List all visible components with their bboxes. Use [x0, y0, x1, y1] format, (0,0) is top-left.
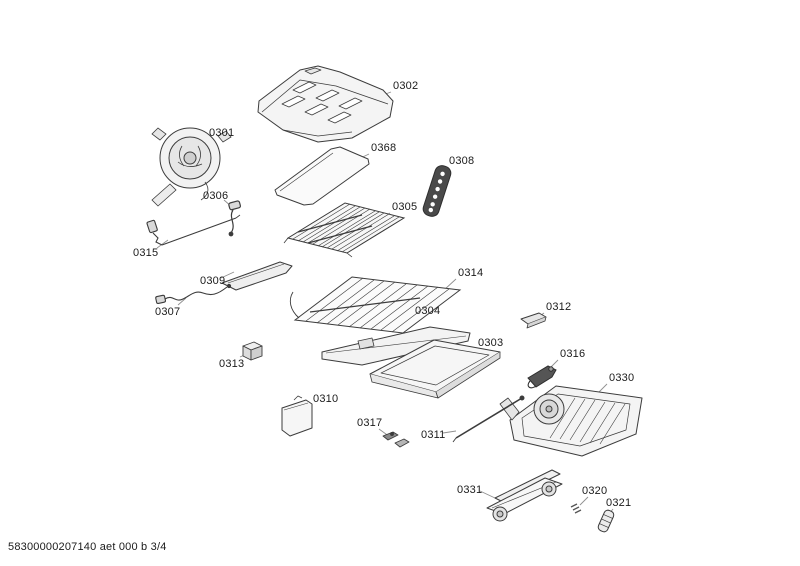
- part-label-0301: 0301: [209, 127, 235, 139]
- part-label-0305: 0305: [392, 201, 418, 213]
- part-label-0312: 0312: [546, 301, 572, 313]
- part-label-0320: 0320: [582, 485, 608, 497]
- insulation-mat-part: [274, 146, 370, 206]
- side-panel-part: [281, 395, 313, 437]
- part-label-0311: 0311: [421, 429, 446, 441]
- part-label-0304: 0304: [415, 305, 441, 317]
- evaporator-coil-part: [283, 202, 406, 258]
- small-block-part: [242, 341, 263, 361]
- part-label-0308: 0308: [449, 155, 475, 167]
- part-label-0368: 0368: [371, 142, 397, 154]
- defrost-heater-part: [422, 165, 452, 217]
- part-label-0315: 0315: [133, 247, 159, 259]
- small-cover-part: [520, 312, 547, 329]
- sensor-cable-part: [146, 214, 241, 246]
- part-label-0330: 0330: [609, 372, 635, 384]
- support-rail-part: [321, 326, 471, 366]
- drip-tray-part: [369, 339, 501, 399]
- part-label-0309: 0309: [200, 275, 226, 287]
- roller-channel-part: [486, 469, 563, 522]
- document-number: 58300000207140 aet 000 b 3/4: [8, 541, 167, 553]
- part-label-0307: 0307: [155, 306, 181, 318]
- clip-part: [570, 503, 582, 514]
- part-label-0303: 0303: [478, 337, 504, 349]
- mounting-bracket-part: [527, 365, 557, 389]
- part-label-0316: 0316: [560, 348, 586, 360]
- temperature-sensor-part: [228, 200, 241, 237]
- capillary-rod-part: [452, 395, 525, 443]
- part-label-0321: 0321: [606, 497, 632, 509]
- sleeve-part: [597, 509, 615, 533]
- part-label-0306: 0306: [203, 190, 229, 202]
- base-tray-assembly-part: [499, 385, 643, 457]
- fan-assembly-part: [151, 127, 232, 207]
- part-label-0331: 0331: [457, 484, 483, 496]
- wire-harness-part: [155, 283, 232, 305]
- clamp-part: [382, 431, 410, 448]
- part-label-0313: 0313: [219, 358, 245, 370]
- evaporator-cover-part: [257, 65, 394, 143]
- part-label-0310: 0310: [313, 393, 339, 405]
- part-label-0302: 0302: [393, 80, 419, 92]
- part-label-0314: 0314: [458, 267, 484, 279]
- part-label-0317: 0317: [357, 417, 383, 429]
- support-bracket-part: [221, 261, 293, 291]
